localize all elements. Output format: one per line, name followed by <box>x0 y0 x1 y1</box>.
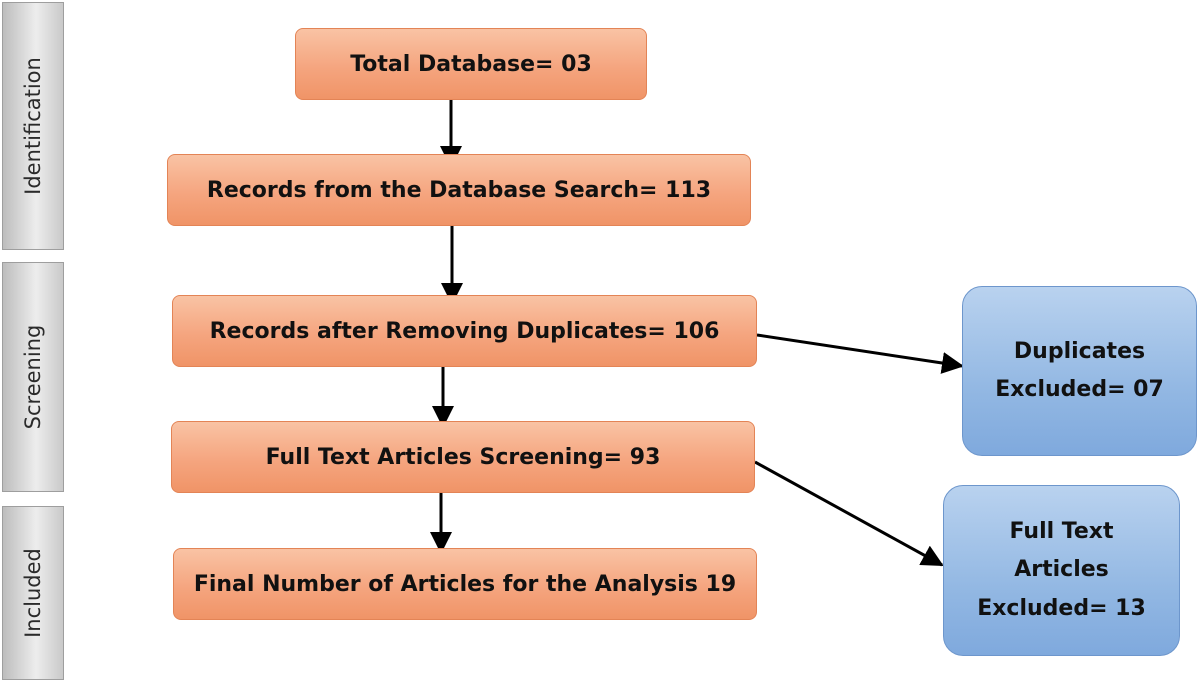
duplicates-excluded-box: Duplicates Excluded= 07 <box>962 286 1197 456</box>
records-search-box: Records from the Database Search= 113 <box>167 154 751 226</box>
stage-identification: Identification <box>2 2 64 250</box>
total-database-text: Total Database= 03 <box>350 51 592 77</box>
total-database-box: Total Database= 03 <box>295 28 647 100</box>
full-text-excluded-box: Full Text Articles Excluded= 13 <box>943 485 1180 656</box>
arrow-fulltext-to-fulltext-excluded <box>754 460 944 567</box>
arrow-dedup-to-duplicates-excluded <box>756 333 964 374</box>
full-text-screening-box: Full Text Articles Screening= 93 <box>171 421 755 493</box>
full-text-screening-text: Full Text Articles Screening= 93 <box>265 444 661 470</box>
final-number-text: Final Number of Articles for the Analysi… <box>193 571 737 597</box>
duplicates-excluded-text: Duplicates Excluded= 07 <box>995 338 1164 403</box>
records-search-text: Records from the Database Search= 113 <box>206 177 712 203</box>
full-text-excluded-text: Full Text Articles Excluded= 13 <box>977 518 1146 621</box>
records-dedup-text: Records after Removing Duplicates= 106 <box>209 318 720 344</box>
stage-included: Included <box>2 506 64 680</box>
records-dedup-box: Records after Removing Duplicates= 106 <box>172 295 757 367</box>
stage-screening: Screening <box>2 262 64 492</box>
final-number-box: Final Number of Articles for the Analysi… <box>173 548 757 620</box>
